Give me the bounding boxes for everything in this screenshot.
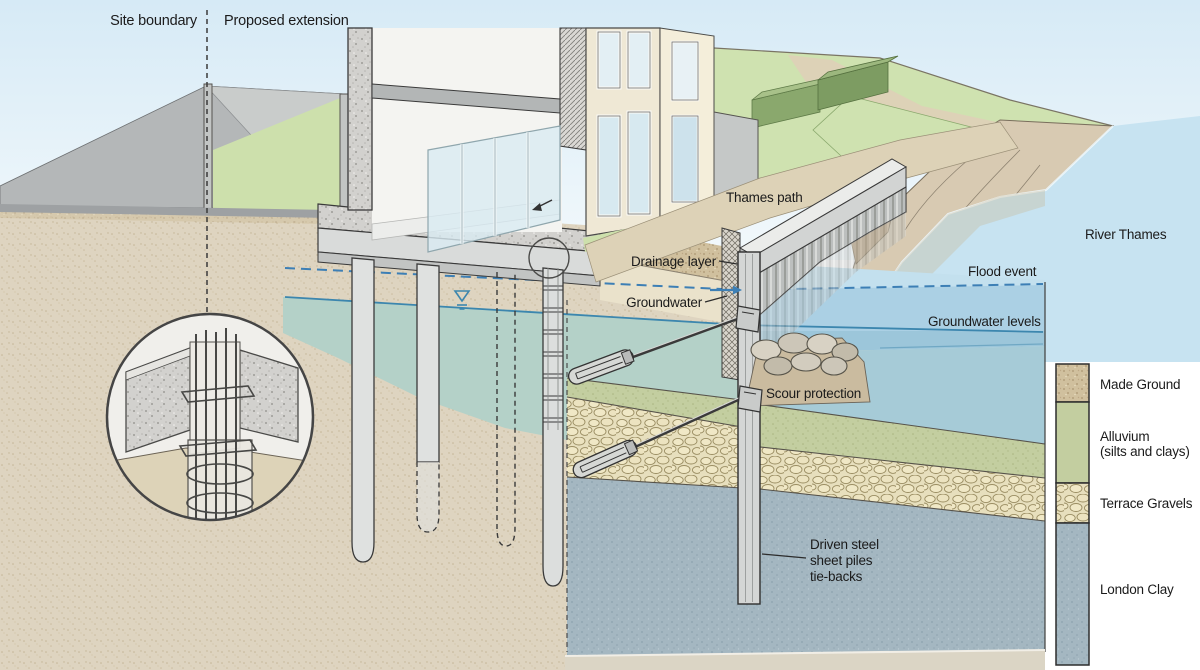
- subsoil-cream-band: [600, 258, 742, 326]
- scour-protection-label: Scour protection: [766, 386, 861, 401]
- anchor-head-2: [737, 385, 763, 413]
- pile-4-cased: [542, 267, 564, 587]
- legend-label-alluvium: Alluvium: [1100, 429, 1149, 444]
- scour-protection-rocks: [745, 332, 871, 407]
- river-thames-label: River Thames: [1085, 227, 1167, 242]
- inset-rebar: [195, 328, 237, 520]
- pile-4-casing-joints: [543, 268, 563, 430]
- legend-label-made-ground: Made Ground: [1100, 377, 1180, 392]
- facade-windows: [596, 30, 700, 218]
- floor-level-arrow-icon: [532, 199, 553, 211]
- labels-layer: Site boundary Proposed extension Thames …: [110, 13, 1167, 584]
- right-cut-wall: [559, 27, 587, 151]
- driven-steel-leader: [761, 553, 807, 559]
- thames-path-surface: [584, 121, 1019, 283]
- glazed-wall: [427, 125, 561, 253]
- boundary-wall: [203, 83, 213, 213]
- strata-mid: [566, 313, 743, 657]
- groundwater-label: Groundwater: [626, 295, 703, 310]
- legend-label-london-clay: London Clay: [1100, 582, 1174, 597]
- pile-2-solid: [416, 263, 440, 463]
- block-bottom-edge: [564, 649, 1046, 657]
- hedge: [751, 55, 899, 129]
- detail-inset: [105, 312, 315, 522]
- legend-swatch-alluvium: [1055, 401, 1090, 484]
- drainage-layer-leader: [718, 260, 738, 265]
- groundwater-leader: [704, 295, 728, 303]
- retaining-wall: [339, 93, 349, 213]
- left-cut-wall: [347, 27, 373, 211]
- drainage-layer-hatch: [721, 227, 741, 381]
- driven-steel-label-2: sheet piles: [810, 553, 873, 568]
- legend-swatch-made-ground: [1055, 363, 1090, 403]
- sheet-pile-wall-underwater: [754, 212, 906, 368]
- flood-event-label: Flood event: [968, 264, 1037, 279]
- inset-hoops: [178, 385, 258, 514]
- pile-3-dashed: [496, 272, 516, 547]
- proposed-extension-label: Proposed extension: [224, 13, 349, 29]
- detail-callout-circle: [528, 237, 570, 279]
- groundwater-flow-arrow-icon: [710, 285, 742, 295]
- legend-label-alluvium-sub: (silts and clays): [1100, 444, 1190, 459]
- pile-1: [351, 257, 375, 563]
- driven-steel-label-1: Driven steel: [810, 537, 879, 552]
- driven-steel-label-3: tie-backs: [810, 569, 863, 584]
- thames-path-label: Thames path: [726, 190, 803, 205]
- site-boundary-label: Site boundary: [110, 13, 198, 29]
- water-table-icon: [453, 290, 471, 310]
- grass-slope-behind-wall: [213, 96, 345, 212]
- raft-front-face: [317, 251, 601, 287]
- groundwater-secondary-line: [879, 343, 1044, 349]
- building-cutaway: [347, 27, 762, 253]
- legend-swatch-london-clay: [1055, 522, 1090, 666]
- drainage-layer-label: Drainage layer: [631, 254, 717, 269]
- bank-skyline: [713, 47, 1114, 127]
- pile-2-dashed: [416, 462, 440, 533]
- legend: Made Ground Alluvium (silts and clays) T…: [1055, 363, 1193, 666]
- tie-back-anchor-1: [567, 305, 761, 385]
- anchor-head-1: [735, 305, 761, 333]
- legend-swatch-terrace-gravels: [1055, 482, 1090, 524]
- driven-sheet-pile: [737, 251, 761, 605]
- legend-label-terrace-gravels: Terrace Gravels: [1100, 496, 1193, 511]
- groundwater-levels-label: Groundwater levels: [928, 314, 1041, 329]
- tie-back-anchor-2: [572, 385, 763, 479]
